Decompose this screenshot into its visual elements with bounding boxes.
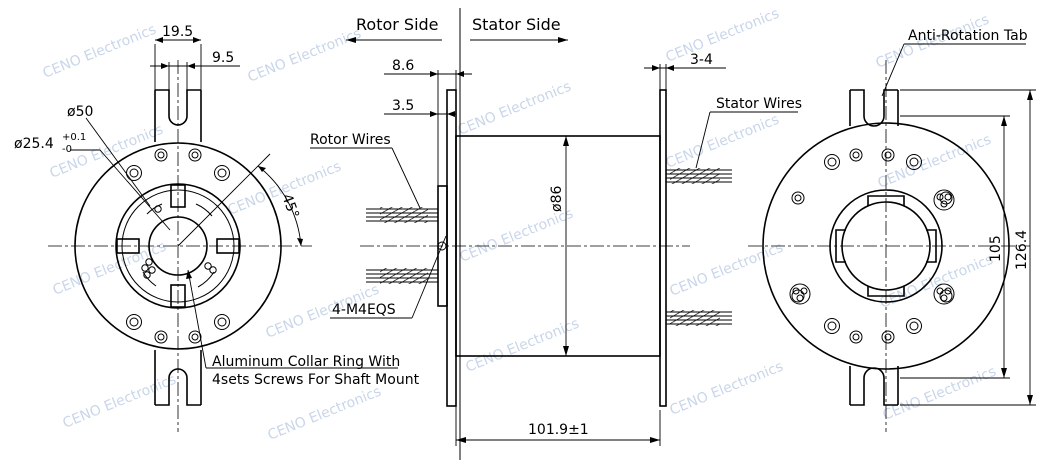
watermark: CENO Electronics	[246, 26, 364, 86]
label-stator-side: Stator Side	[472, 15, 561, 34]
dim-tab-width: 19.5	[162, 24, 193, 40]
watermark: CENO Electronics	[266, 384, 384, 444]
label-stator-wires: Stator Wires	[716, 96, 802, 112]
dim-slot-width: 9.5	[212, 50, 234, 66]
dim-bore: ø25.4	[14, 136, 54, 152]
label-rotor-wires: Rotor Wires	[310, 132, 391, 148]
dim-stator-flange: 3-4	[690, 52, 713, 68]
label-collar-line1: Aluminum Collar Ring With	[212, 354, 400, 370]
watermark: CENO Electronics	[41, 22, 159, 82]
watermark: CENO Electronics	[61, 372, 179, 432]
stator-end-view	[748, 43, 1036, 432]
label-rotor-side: Rotor Side	[356, 15, 439, 34]
dim-body-dia: ø86	[549, 186, 565, 212]
rotor-wire-bundle-bottom	[366, 268, 438, 284]
watermark: CENO Electronics	[668, 240, 786, 300]
dim-flange-thk: 8.6	[392, 58, 414, 74]
dim-bore-tol-lower: -0	[62, 144, 72, 155]
label-screws: 4-M4EQS	[332, 302, 396, 318]
watermark-group: CENO Electronics CENO Electronics CENO E…	[41, 6, 999, 444]
watermark: CENO Electronics	[464, 316, 582, 376]
dim-overall-height: 126.4	[1014, 230, 1030, 270]
rotor-wire-bundle-top	[366, 207, 438, 223]
watermark: CENO Electronics	[458, 206, 576, 266]
side-view	[310, 8, 798, 460]
dim-collar-thk: 3.5	[392, 98, 414, 114]
watermark: CENO Electronics	[51, 239, 169, 299]
dim-od-50: ø50	[67, 104, 93, 120]
watermark: CENO Electronics	[664, 6, 782, 66]
watermark: CENO Electronics	[668, 359, 786, 419]
dim-hole-spacing: 105	[988, 235, 1004, 262]
watermark: CENO Electronics	[664, 112, 782, 172]
dim-angle: 45°	[278, 192, 302, 221]
stator-wire-bundle-bottom	[666, 310, 732, 326]
stator-wire-bundle-top	[666, 168, 732, 184]
dim-length: 101.9±1	[528, 422, 589, 438]
watermark: CENO Electronics	[456, 79, 574, 139]
rotor-end-view	[48, 37, 398, 432]
label-anti-rotation-tab: Anti-Rotation Tab	[908, 28, 1028, 44]
dim-bore-tol-upper: +0.1	[62, 132, 86, 143]
label-collar-line2: 4sets Screws For Shaft Mount	[212, 372, 420, 388]
